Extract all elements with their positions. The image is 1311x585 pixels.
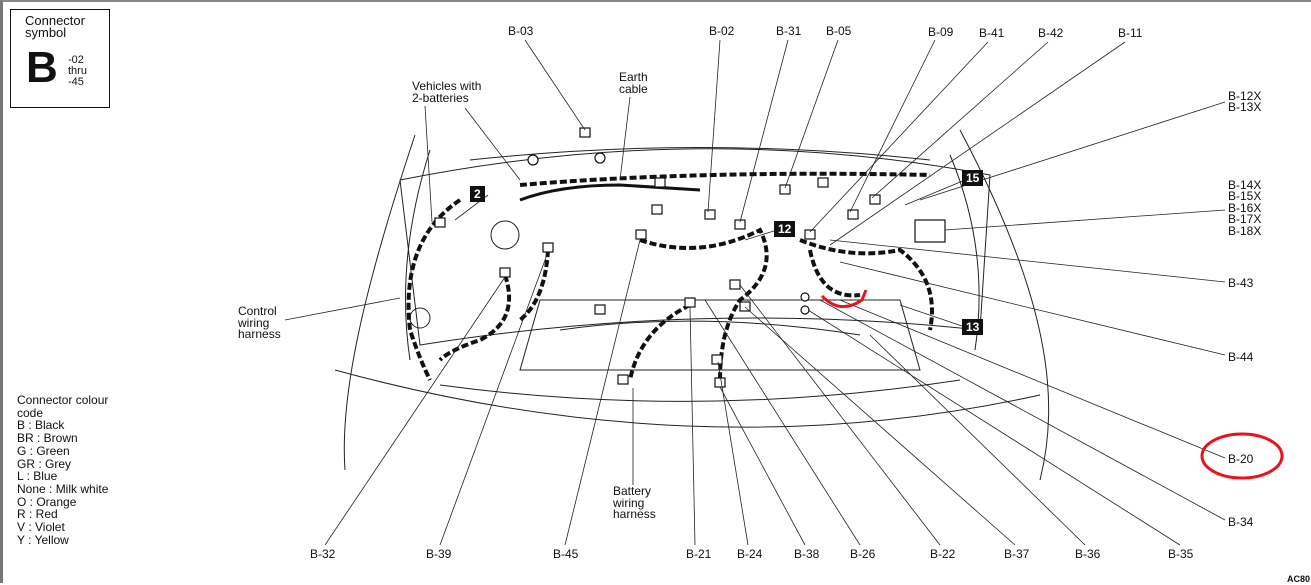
- highlight-mark: [820, 289, 868, 308]
- label-b41: B-41: [979, 26, 1005, 40]
- highlight-circle: [1200, 432, 1284, 480]
- label-b43: B-43: [1228, 276, 1254, 290]
- label-b38: B-38: [794, 547, 820, 561]
- label-b18x: B-18X: [1228, 224, 1262, 238]
- label-b09: B-09: [928, 25, 954, 39]
- legend-item: None : Milk white: [17, 481, 109, 496]
- label-b24: B-24: [737, 547, 763, 561]
- legend-item: O : Orange: [17, 494, 77, 509]
- label-b11: B-11: [1118, 26, 1143, 40]
- callout-15: 15: [962, 170, 984, 186]
- label-b42: B-42: [1038, 26, 1064, 40]
- legend-item: Y : Yellow: [17, 532, 69, 547]
- harness-center: [628, 227, 769, 381]
- harness-main: [519, 171, 931, 187]
- label-b17x: B-17X: [1228, 212, 1262, 226]
- label-b32: B-32: [310, 547, 336, 561]
- symbol-letter: B: [26, 43, 58, 92]
- callout-13: 13: [962, 319, 984, 335]
- hood-outline: [343, 129, 1050, 481]
- leader-lines: [284, 39, 1226, 546]
- label-b03: B-03: [508, 24, 534, 38]
- harness-mid: [438, 249, 550, 362]
- legend-item: B : Black: [17, 418, 65, 433]
- label-b37: B-37: [1004, 547, 1030, 561]
- legend-item: L : Blue: [17, 469, 58, 484]
- harness-right: [799, 238, 934, 331]
- legend-item: G : Green: [17, 443, 70, 458]
- label-b02: B-02: [709, 24, 735, 38]
- label-b16x: B-16X: [1228, 201, 1262, 215]
- label-b15x: B-15X: [1228, 189, 1262, 203]
- legend-item: V : Violet: [17, 520, 65, 535]
- label-b36: B-36: [1075, 547, 1101, 561]
- harness-left: [406, 198, 462, 381]
- label-b22: B-22: [930, 547, 956, 561]
- label-b13x: B-13X: [1228, 100, 1262, 114]
- body-outline: [334, 148, 1041, 428]
- label-b34: B-34: [1228, 515, 1254, 529]
- label-b39: B-39: [426, 547, 452, 561]
- label-b21: B-21: [686, 547, 712, 561]
- label-b12x: B-12X: [1228, 89, 1262, 103]
- label-b20: B-20: [1228, 452, 1254, 466]
- label-b05: B-05: [826, 24, 852, 38]
- label-b26: B-26: [850, 547, 876, 561]
- label-b31: B-31: [776, 24, 802, 38]
- figure-code: AC80: [1287, 574, 1311, 584]
- label-b35: B-35: [1168, 547, 1194, 561]
- label-b45: B-45: [553, 547, 579, 561]
- label-b14x: B-14X: [1228, 178, 1262, 192]
- callout-2: 2: [470, 186, 485, 202]
- legend-item: R : Red: [17, 507, 58, 522]
- battery-cable: [519, 183, 701, 202]
- legend-item: BR : Brown: [17, 431, 78, 446]
- label-b44: B-44: [1228, 350, 1254, 364]
- legend-item: GR : Grey: [17, 456, 72, 471]
- callout-12: 12: [774, 221, 796, 237]
